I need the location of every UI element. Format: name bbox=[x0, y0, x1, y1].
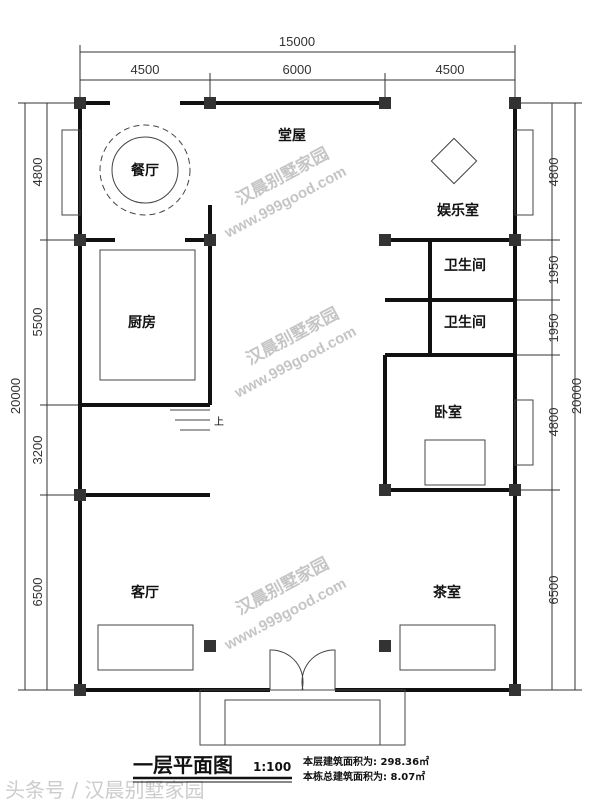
entrance-door-icon bbox=[269, 649, 336, 691]
bed-icon bbox=[424, 439, 486, 486]
dim-right-4: 4800 bbox=[546, 408, 561, 437]
tea-sofa-icon bbox=[399, 624, 496, 671]
dim-left-total: 20000 bbox=[8, 378, 23, 414]
stairs-up-label: 上 bbox=[214, 416, 224, 428]
dim-top-1: 4500 bbox=[131, 62, 160, 77]
plan-title: 一层平面图 bbox=[133, 753, 233, 777]
room-bedroom: 卧室 bbox=[434, 404, 462, 421]
room-bathroom-1: 卫生间 bbox=[444, 257, 486, 274]
entrance-steps-icon bbox=[224, 699, 381, 746]
dim-top-3: 4500 bbox=[436, 62, 465, 77]
room-kitchen: 厨房 bbox=[128, 314, 156, 331]
dim-left-3: 3200 bbox=[30, 436, 45, 465]
dimension-lines bbox=[18, 45, 582, 691]
dim-right-1: 4800 bbox=[546, 158, 561, 187]
columns bbox=[74, 97, 521, 696]
watermarks: 汉晨别墅家园 www.999good.com 汉晨别墅家园 www.999goo… bbox=[5, 143, 359, 800]
dim-top-total: 15000 bbox=[279, 34, 315, 49]
dim-left-4: 6500 bbox=[30, 578, 45, 607]
room-tea: 茶室 bbox=[432, 584, 461, 601]
dim-right-3: 1950 bbox=[546, 314, 561, 343]
dim-left-1: 4800 bbox=[30, 158, 45, 187]
stairs-icon bbox=[170, 409, 210, 431]
dim-right-5: 6500 bbox=[546, 576, 561, 605]
dim-right-total: 20000 bbox=[569, 378, 584, 414]
plan-scale: 1:100 bbox=[253, 760, 291, 774]
dim-right-2: 1950 bbox=[546, 256, 561, 285]
room-dining: 餐厅 bbox=[130, 162, 159, 179]
bottom-watermark: 头条号 / 汉晨别墅家园 bbox=[5, 778, 204, 800]
total-area: 本栋总建筑面积为: 8.07㎡ bbox=[303, 770, 425, 783]
floor-area: 本层建筑面积为: 298.36㎡ bbox=[303, 755, 429, 768]
dining-table-icon bbox=[111, 136, 179, 204]
dim-left-2: 5500 bbox=[30, 308, 45, 337]
dim-top-2: 6000 bbox=[283, 62, 312, 77]
game-table-icon bbox=[430, 137, 478, 185]
sofa-icon bbox=[97, 624, 194, 671]
room-entertainment: 娱乐室 bbox=[437, 202, 479, 219]
room-living: 客厅 bbox=[130, 584, 159, 601]
fixtures bbox=[61, 124, 534, 746]
room-hall: 堂屋 bbox=[278, 127, 306, 144]
room-bathroom-2: 卫生间 bbox=[444, 314, 486, 331]
